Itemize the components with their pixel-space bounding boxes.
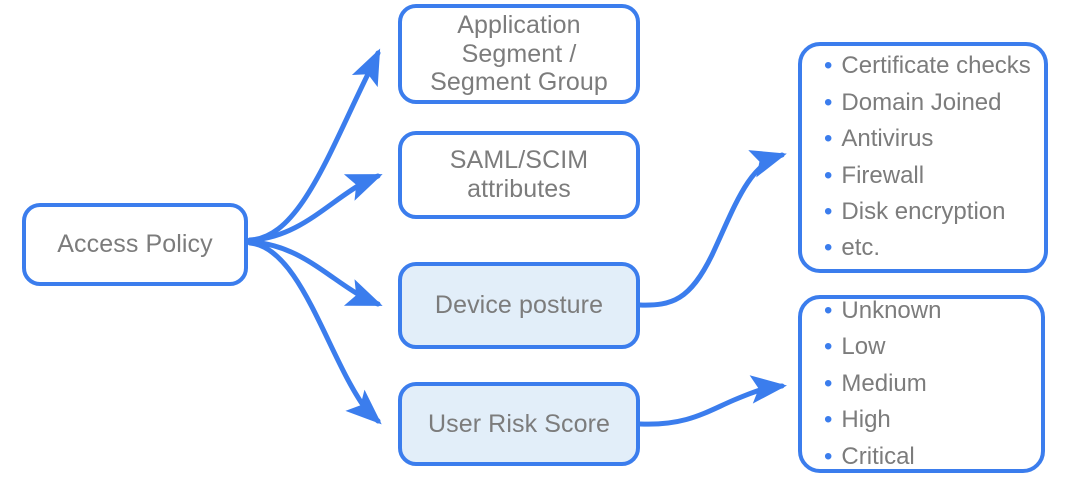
node-risk-levels-list[interactable]: • Unknown • Low • Medium • High • Critical xyxy=(798,295,1045,473)
list-item: • Firewall xyxy=(824,158,1044,194)
node-user-risk-score[interactable]: User Risk Score xyxy=(398,382,640,466)
list-item: • Medium xyxy=(824,366,1041,402)
node-access-policy[interactable]: Access Policy xyxy=(22,203,248,286)
list-item: • Certificate checks xyxy=(824,48,1044,84)
bullet-icon: • xyxy=(824,333,833,361)
bullet-icon: • xyxy=(824,197,833,225)
risk-levels-items: • Unknown • Low • Medium • High • Critical xyxy=(802,293,1041,475)
list-item: • Antivirus xyxy=(824,121,1044,157)
list-item-label: Disk encryption xyxy=(841,197,1006,225)
list-item: • Disk encryption xyxy=(824,194,1044,230)
bullet-icon: • xyxy=(824,369,833,397)
list-item-label: Domain Joined xyxy=(841,88,1002,116)
edge-access-policy-to-device-posture xyxy=(247,239,383,307)
edge-user-risk-to-levels xyxy=(637,375,787,427)
node-application-segment-label: Application Segment / Segment Group xyxy=(430,10,608,97)
node-device-posture[interactable]: Device posture xyxy=(398,262,640,349)
bullet-icon: • xyxy=(824,88,833,116)
node-access-policy-label: Access Policy xyxy=(57,230,213,259)
list-item-label: Medium xyxy=(841,369,927,397)
edge-access-policy-to-user-risk xyxy=(247,240,382,425)
bullet-icon: • xyxy=(824,406,833,434)
bullet-icon: • xyxy=(824,234,833,262)
bullet-icon: • xyxy=(824,161,833,189)
list-item: • Unknown xyxy=(824,293,1041,329)
node-device-posture-label: Device posture xyxy=(434,291,604,320)
list-item-label: Critical xyxy=(841,442,915,470)
node-device-posture-checks-list[interactable]: • Certificate checks • Domain Joined • Antivi… xyxy=(798,42,1048,273)
edge-access-policy-to-saml xyxy=(247,173,383,243)
node-user-risk-score-label: User Risk Score xyxy=(427,409,611,438)
list-item: • Low xyxy=(824,329,1041,365)
bullet-icon: • xyxy=(824,52,833,80)
list-item: • etc. xyxy=(824,230,1044,266)
edge-device-posture-to-checks xyxy=(637,150,787,308)
list-item-label: Low xyxy=(841,333,886,361)
list-item-label: Firewall xyxy=(841,161,925,189)
list-item: • Domain Joined xyxy=(824,85,1044,121)
node-application-segment[interactable]: Application Segment / Segment Group xyxy=(398,4,640,104)
node-saml-scim-attributes-label: SAML/SCIM attributes xyxy=(449,146,589,203)
bullet-icon: • xyxy=(824,442,833,470)
bullet-icon: • xyxy=(824,125,833,153)
list-item-label: Antivirus xyxy=(841,125,934,153)
edge-access-policy-to-app-segment xyxy=(247,48,381,243)
list-item-label: Certificate checks xyxy=(841,52,1031,80)
list-item-label: Unknown xyxy=(841,296,942,324)
list-item-label: etc. xyxy=(841,234,881,262)
list-item: • Critical xyxy=(824,439,1041,475)
node-saml-scim-attributes[interactable]: SAML/SCIM attributes xyxy=(398,131,640,219)
list-item-label: High xyxy=(841,406,891,434)
list-item: • High xyxy=(824,402,1041,438)
bullet-icon: • xyxy=(824,296,833,324)
device-posture-checks-items: • Certificate checks • Domain Joined • Antivi… xyxy=(802,48,1044,267)
